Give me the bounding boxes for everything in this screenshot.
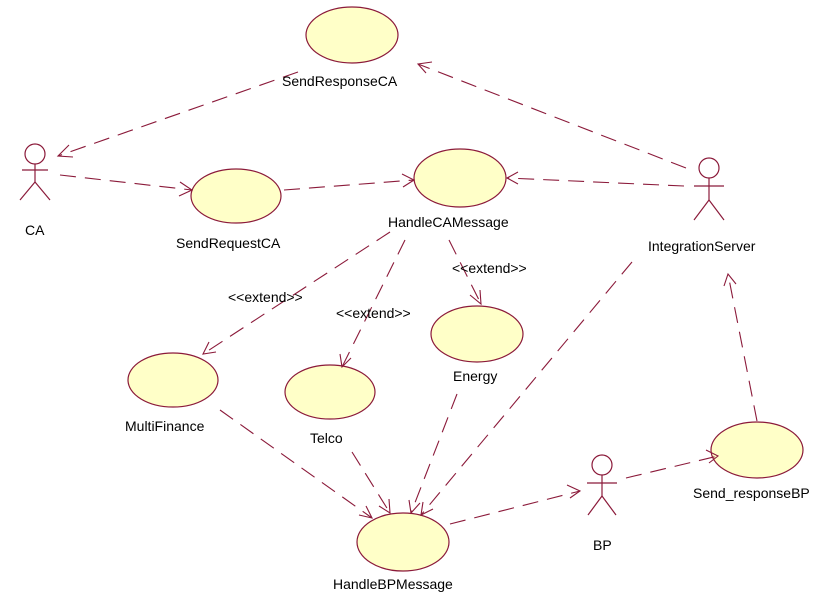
use-case-send-response-bp[interactable] <box>710 421 804 479</box>
label-send-response-bp: Send_responseBP <box>693 485 810 501</box>
arrowhead <box>339 353 352 369</box>
use-case-energy[interactable] <box>430 305 524 363</box>
arrow-extend-telco <box>341 239 406 368</box>
arrow-handle-bp-message-to-bp <box>449 490 581 525</box>
stereotype-extend-telco: <<extend>> <box>336 305 411 321</box>
actor-ca[interactable] <box>19 143 51 201</box>
arrow-send-response-bp-to-integration-server <box>727 273 758 422</box>
arrow-send-response-ca-to-ca <box>57 71 299 157</box>
stereotype-extend-multifinance: <<extend>> <box>228 289 303 305</box>
label-telco: Telco <box>310 430 343 446</box>
arrow-ca-to-send-request-ca <box>59 174 193 191</box>
use-case-handle-bp-message[interactable] <box>356 512 450 572</box>
arrow-energy-to-handle-bp-message <box>410 393 458 514</box>
arrow-telco-to-handle-bp-message <box>351 451 391 514</box>
use-case-handle-ca-message[interactable] <box>413 148 507 208</box>
arrow-multifinance-to-handle-bp-message <box>219 409 373 519</box>
actor-integration-server[interactable] <box>693 157 725 221</box>
label-integration-server: IntegrationServer <box>648 238 756 254</box>
arrow-send-request-ca-to-handle-ca-message <box>283 179 415 191</box>
actor-bp[interactable] <box>587 454 617 516</box>
label-send-response-ca: SendResponseCA <box>282 73 398 89</box>
use-case-telco[interactable] <box>284 364 376 420</box>
label-multifinance: MultiFinance <box>125 418 205 434</box>
label-handle-bp-message: HandleBPMessage <box>333 576 453 592</box>
arrowhead <box>420 501 434 516</box>
arrowhead <box>378 498 391 515</box>
arrowhead <box>723 272 737 287</box>
arrow-integration-server-to-send-response-ca <box>417 63 687 169</box>
arrowhead <box>202 341 217 355</box>
arrowhead <box>505 171 519 185</box>
arrowhead <box>408 499 421 515</box>
use-case-send-request-ca[interactable] <box>190 168 282 224</box>
label-energy: Energy <box>453 368 497 384</box>
arrow-integration-server-to-handle-bp-message <box>420 261 633 516</box>
arrowhead <box>178 181 194 197</box>
arrowhead <box>401 173 416 188</box>
arrow-integration-server-to-handle-ca-message <box>506 177 685 187</box>
arrow-bp-to-send-response-bp <box>625 455 719 479</box>
relationship-lines <box>56 61 758 525</box>
label-handle-ca-message: HandleCAMessage <box>388 214 509 230</box>
use-case-send-response-ca[interactable] <box>305 6 399 64</box>
arrowhead <box>469 289 482 306</box>
arrowhead <box>416 61 433 74</box>
arrow-extend-energy <box>448 239 482 305</box>
label-send-request-ca: SendRequestCA <box>176 235 281 251</box>
arrowhead <box>566 484 582 499</box>
arrowhead <box>358 505 374 519</box>
arrowhead <box>705 449 720 464</box>
arrow-extend-multifinance <box>202 231 391 355</box>
label-ca: CA <box>25 222 45 238</box>
stereotype-extend-energy: <<extend>> <box>452 260 527 276</box>
use-case-multifinance[interactable] <box>127 352 219 408</box>
arrowhead <box>56 144 74 158</box>
label-bp: BP <box>593 537 612 553</box>
